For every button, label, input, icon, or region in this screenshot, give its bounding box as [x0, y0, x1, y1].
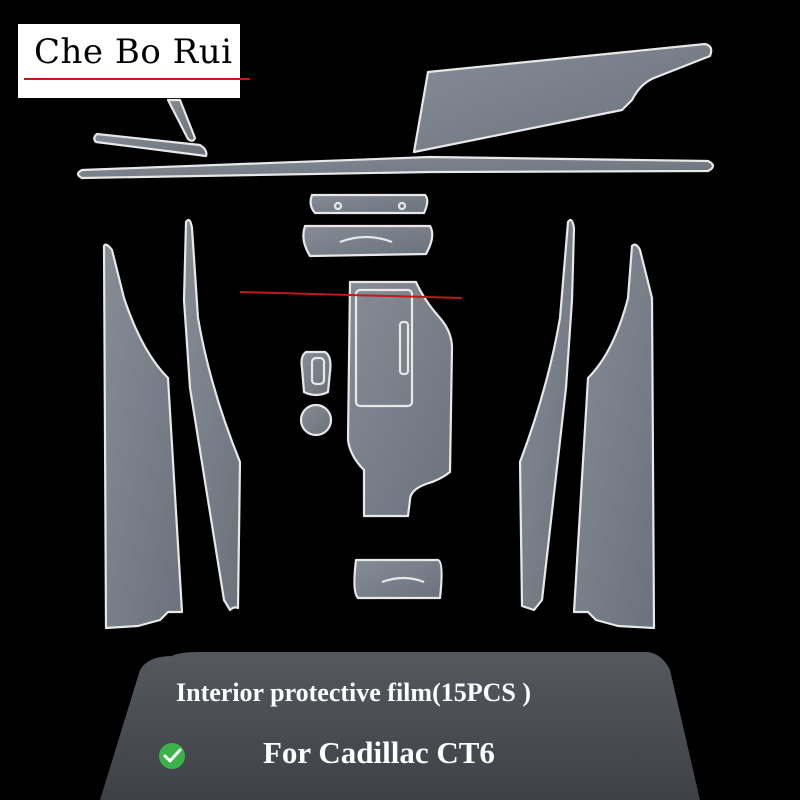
film-small-angled — [166, 98, 197, 142]
film-right-inner-door — [518, 218, 576, 612]
watermark-red-line — [239, 291, 463, 299]
film-dashboard-right — [412, 42, 713, 154]
film-center-top-dot-left — [333, 201, 343, 211]
film-console-slot — [398, 320, 410, 376]
film-center-top-dot-right — [397, 201, 407, 211]
brand-name: Che Bo Rui — [34, 32, 233, 72]
film-center-second — [302, 224, 434, 258]
film-right-door — [572, 243, 656, 630]
film-center-top — [309, 193, 429, 215]
caption-product-type: Interior protective film(15PCS ) — [176, 678, 531, 707]
film-left-button-inner — [310, 356, 326, 386]
film-center-second-curve — [339, 235, 393, 244]
film-left-inner-door — [182, 218, 242, 612]
bottom-panel-shape — [100, 652, 700, 800]
film-small-left-strip — [93, 132, 208, 158]
film-center-console — [346, 280, 454, 518]
film-bottom-center-curve — [381, 576, 425, 584]
film-round-button — [299, 403, 333, 437]
brand-underline — [24, 78, 250, 80]
check-circle-icon — [159, 743, 185, 769]
film-console-window — [354, 288, 414, 408]
caption-vehicle-model: For Cadillac CT6 — [263, 735, 495, 770]
film-left-door — [102, 243, 184, 630]
brand-logo-box: Che Bo Rui — [18, 24, 250, 98]
film-long-strip — [76, 155, 715, 180]
